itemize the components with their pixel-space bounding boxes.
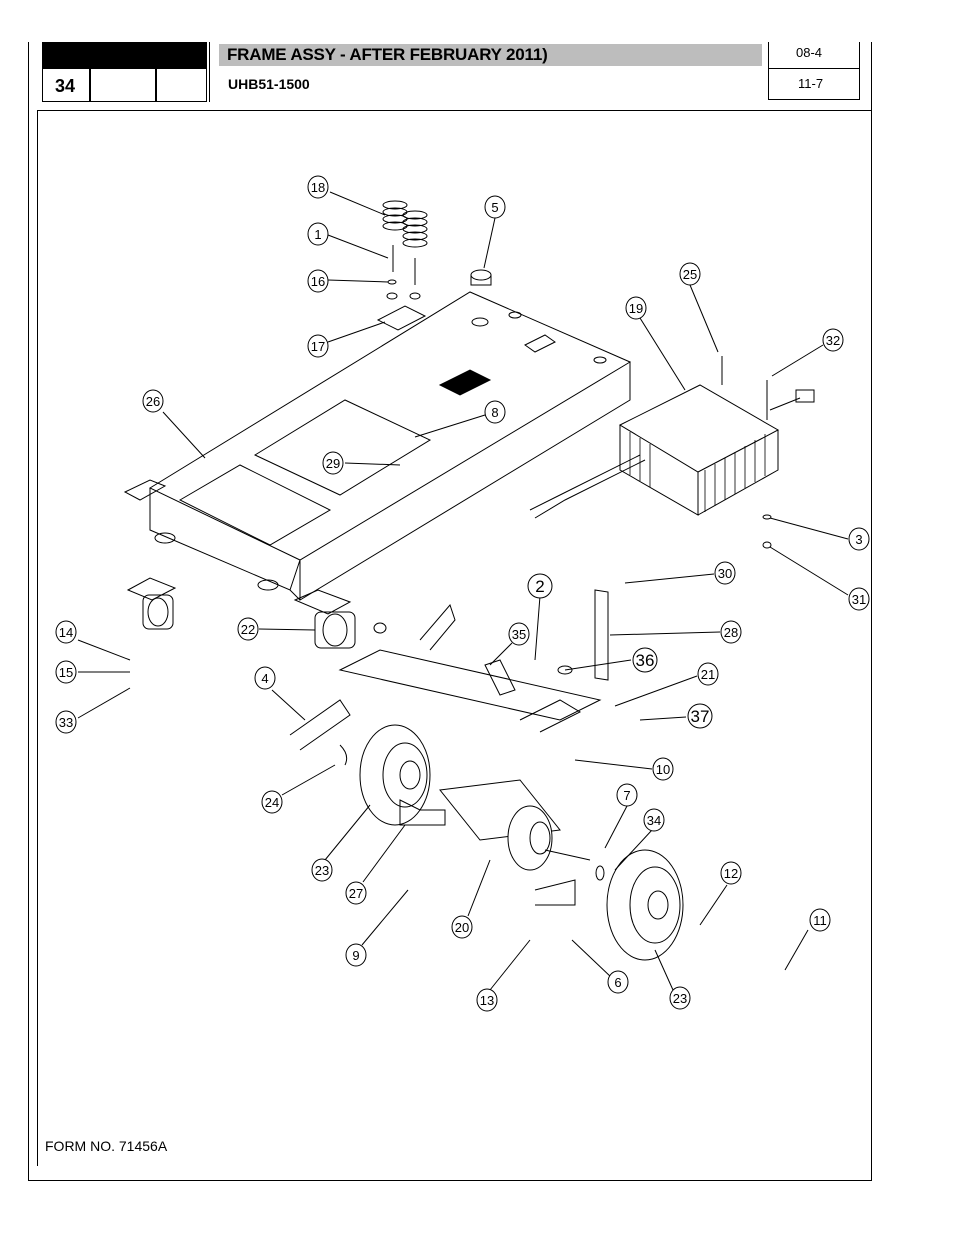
callout-bubble: [508, 622, 530, 646]
callout-label: 32: [826, 333, 840, 348]
callout-bubble: [652, 757, 674, 781]
callout-bubble: [484, 195, 506, 219]
page-border: [28, 42, 872, 1181]
header-left-rule: [209, 42, 210, 102]
callout-label: 35: [512, 627, 526, 642]
page-title: FRAME ASSY - AFTER FEBRUARY 2011): [227, 45, 548, 64]
callout-bubble: [484, 400, 506, 424]
callout-bubble: [809, 908, 831, 932]
callout-bubble: [848, 587, 870, 611]
callout-label: 10: [656, 762, 670, 777]
callout-bubble: [322, 451, 344, 475]
code-top: 08-4: [796, 45, 823, 60]
callout-bubble: [679, 262, 701, 286]
callout-label: 13: [480, 993, 494, 1008]
header-blank-cell-1: [90, 68, 156, 102]
springs: [382, 200, 428, 248]
callout-bubble: [687, 703, 713, 729]
header-code-divider: [768, 68, 860, 69]
callout-label: 23: [315, 863, 329, 878]
header-code-cell: [768, 42, 860, 100]
callout-bubble: [55, 620, 77, 644]
callout-bubble: [643, 808, 665, 832]
callout-label: 26: [146, 394, 160, 409]
callout-label: 33: [59, 715, 73, 730]
drawing-border: [37, 110, 871, 1166]
charger-body: [618, 384, 780, 473]
callout-bubble: [822, 328, 844, 352]
callout-bubble: [697, 662, 719, 686]
callout-bubble: [616, 783, 638, 807]
header-page-cell: 34: [42, 68, 90, 102]
callout-bubble: [55, 660, 77, 684]
callout-bubble: [261, 790, 283, 814]
callout-label: 31: [852, 592, 866, 607]
callout-label: 37: [691, 707, 710, 726]
callout-label: 4: [261, 671, 268, 686]
callout-label: 25: [683, 267, 697, 282]
callout-label: 30: [718, 566, 732, 581]
header-title-bar: FRAME ASSY - AFTER FEBRUARY 2011): [219, 44, 762, 66]
frame-plate: [148, 291, 632, 561]
callout-bubble: [720, 620, 742, 644]
model-number: UHB51-1500: [228, 76, 310, 92]
callout-bubble: [345, 881, 367, 905]
callout-bubble: [720, 861, 742, 885]
callout-label: 29: [326, 456, 340, 471]
callout-label: 16: [311, 274, 325, 289]
callout-bubble: [307, 334, 329, 358]
header-blank-cell-2: [156, 68, 207, 102]
callout-bubble: [311, 858, 333, 882]
callout-label: 27: [349, 886, 363, 901]
callout-bubble: [848, 527, 870, 551]
callout-label: 18: [311, 180, 325, 195]
callout-bubble: [625, 296, 647, 320]
callout-label: 20: [455, 920, 469, 935]
callout-bubble: [142, 389, 164, 413]
callout-bubble: [345, 943, 367, 967]
callout-bubble: [476, 988, 498, 1012]
callout-bubble: [254, 666, 276, 690]
callout-bubble: [237, 617, 259, 641]
callout-label: 6: [614, 975, 621, 990]
callout-label: 2: [535, 577, 544, 596]
callout-label: 8: [491, 405, 498, 420]
callout-bubble: [607, 970, 629, 994]
callout-bubble: [307, 222, 329, 246]
callout-label: 22: [241, 622, 255, 637]
callout-bubble: [714, 561, 736, 585]
callout-label: 15: [59, 665, 73, 680]
callout-bubble: [307, 269, 329, 293]
callout-label: 12: [724, 866, 738, 881]
callout-label: 3: [855, 532, 862, 547]
callout-label: 28: [724, 625, 738, 640]
page-number: 34: [55, 76, 76, 96]
callout-bubble: [307, 175, 329, 199]
callout-bubble: [451, 915, 473, 939]
callout-label: 36: [636, 651, 655, 670]
callout-label: 5: [491, 200, 498, 215]
callout-label: 34: [647, 813, 661, 828]
callout-label: 11: [813, 913, 827, 928]
code-bottom: 11-7: [798, 76, 824, 91]
callout-bubble: [527, 573, 553, 599]
callout-label: 14: [59, 625, 73, 640]
callout-label: 9: [352, 948, 359, 963]
callout-label: 23: [673, 991, 687, 1006]
callout-label: 19: [629, 301, 643, 316]
header-black-bar: [42, 42, 207, 68]
callout-bubble: [632, 647, 658, 673]
callout-label: 17: [311, 339, 325, 354]
callout-label: 21: [701, 667, 715, 682]
callout-bubble: [669, 986, 691, 1010]
form-number: FORM NO. 71456A: [45, 1138, 168, 1154]
callout-bubble: [55, 710, 77, 734]
callout-label: 1: [314, 227, 321, 242]
callout-label: 7: [623, 788, 630, 803]
callout-label: 24: [265, 795, 279, 810]
